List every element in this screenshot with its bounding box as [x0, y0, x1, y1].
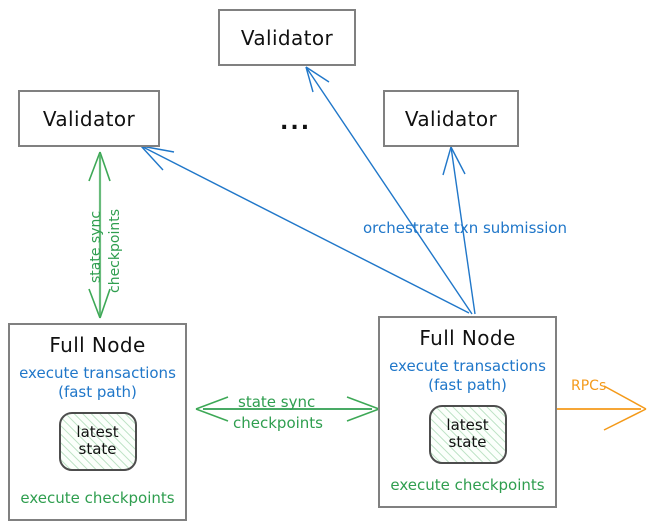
node-validator-top[interactable]: Validator	[218, 9, 356, 66]
fullnode-right-execute-checkpoints: execute checkpoints	[390, 476, 545, 494]
node-validator-right[interactable]: Validator	[383, 90, 519, 147]
fullnode-right-blue-line1: execute transactions	[389, 357, 546, 375]
fullnode-left-title: Full Node	[49, 333, 146, 357]
validator-top-label: Validator	[240, 25, 334, 50]
fullnode-left-latest-state-chip[interactable]: latest state	[58, 411, 137, 471]
fullnode-right-latest-state-chip[interactable]: latest state	[428, 404, 507, 464]
fullnode-right-chip-line1: latest	[446, 416, 489, 435]
state-sync-vertical-label-left: state sync	[88, 210, 104, 283]
fullnode-left-blue-line1: execute transactions	[19, 364, 176, 382]
fullnode-left-execute-checkpoints: execute checkpoints	[20, 489, 175, 507]
fullnode-right-chip-line2: state	[448, 433, 487, 451]
validator-right-label: Validator	[404, 106, 498, 131]
node-validator-left[interactable]: Validator	[18, 90, 160, 147]
state-sync-horizontal-label-bottom: checkpoints	[233, 414, 323, 432]
node-fullnode-left[interactable]: Full Node execute transactions (fast pat…	[8, 323, 187, 521]
fullnode-right-execute-transactions: execute transactions (fast path)	[389, 357, 546, 395]
validators-ellipsis: ...	[280, 110, 312, 135]
fullnode-left-blue-line2: (fast path)	[58, 382, 137, 401]
fullnode-left-chip-line2: state	[78, 440, 117, 458]
fullnode-left-chip-line1: latest	[76, 423, 119, 442]
fullnode-left-execute-transactions: execute transactions (fast path)	[19, 364, 176, 402]
fullnode-right-blue-line2: (fast path)	[428, 375, 507, 394]
orchestrate-txn-submission-label: orchestrate txn submission	[363, 219, 568, 237]
fullnode-right-title: Full Node	[419, 326, 516, 350]
rpcs-label: RPCs	[571, 378, 607, 394]
node-fullnode-right[interactable]: Full Node execute transactions (fast pat…	[378, 316, 557, 508]
state-sync-vertical-label-right: checkpoints	[107, 209, 123, 293]
validator-left-label: Validator	[42, 106, 136, 131]
state-sync-horizontal-label-top: state sync	[238, 393, 316, 411]
